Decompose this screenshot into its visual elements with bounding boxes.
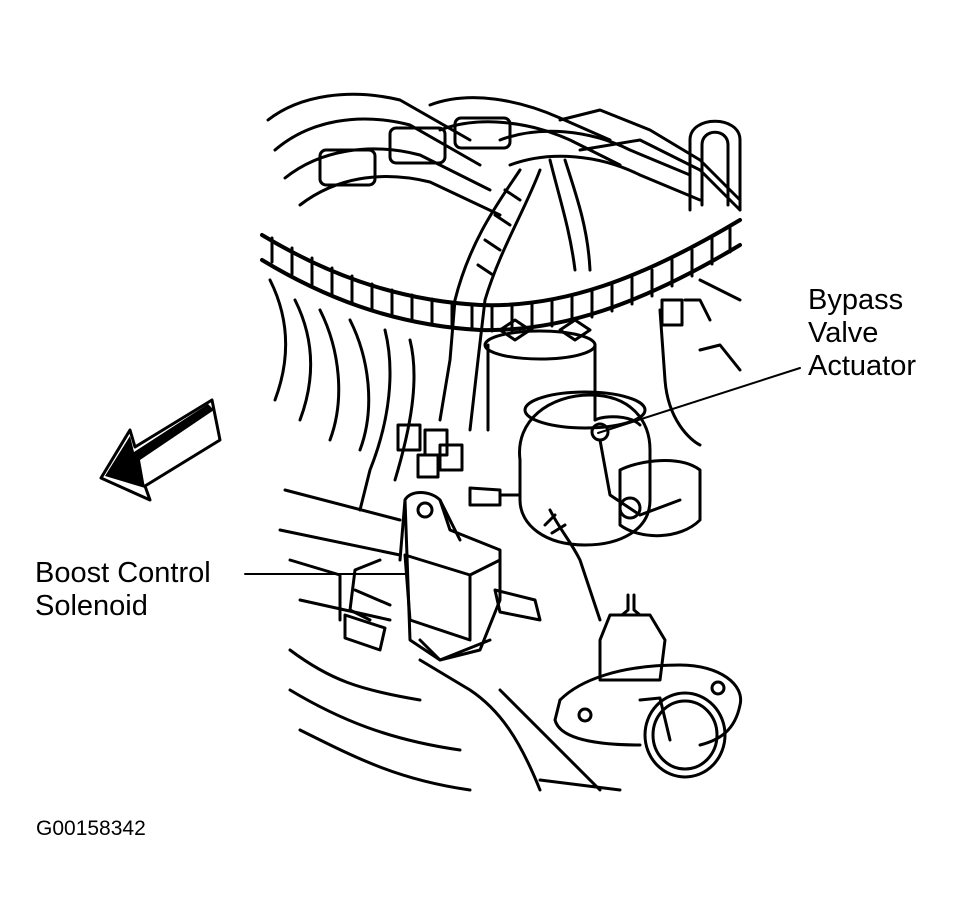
boost-label-line-2: Solenoid (35, 590, 148, 622)
wiring-harness (260, 158, 742, 432)
figure-code: G00158342 (36, 817, 146, 840)
bypass-label-line-1: Bypass (808, 284, 904, 316)
forward-arrow-icon (99, 398, 222, 502)
bypass-label-line-2: Valve (808, 317, 879, 349)
bypass-label-line-3: Actuator (808, 350, 916, 382)
bypass-leader-line (597, 367, 801, 434)
boost-control-solenoid (398, 486, 542, 662)
coolant-hose-loop (688, 119, 742, 212)
wiring-connectors (396, 423, 464, 479)
engine-block-right (658, 278, 742, 447)
boost-label-line-1: Boost Control (35, 557, 211, 589)
bypass-valve-actuator (483, 318, 702, 622)
intake-runners (266, 92, 742, 217)
bypass-valve-actuator-label: Bypass Valve Actuator (808, 284, 916, 383)
thermostat-housing (498, 593, 743, 792)
boost-control-solenoid-label: Boost Control Solenoid (35, 557, 211, 623)
